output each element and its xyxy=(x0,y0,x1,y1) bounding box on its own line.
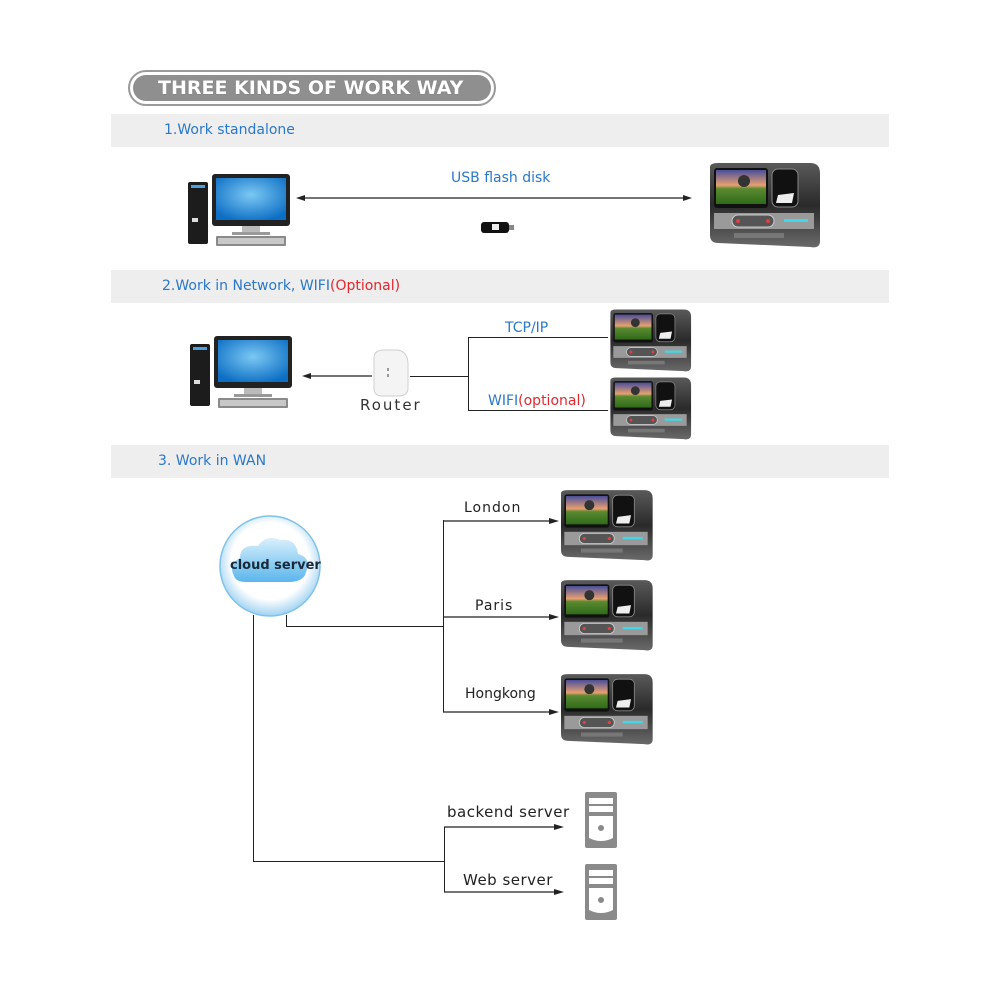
router-icon xyxy=(373,349,409,397)
cloud-server-icon xyxy=(219,515,321,617)
tcpip-link-line xyxy=(468,337,608,338)
web-server-label: Web server xyxy=(463,871,553,889)
desktop-computer-icon xyxy=(190,336,292,408)
london-arrow xyxy=(443,518,559,524)
router-trunk-line xyxy=(410,376,468,377)
paris-arrow xyxy=(443,614,559,620)
time-attendance-terminal-icon xyxy=(561,580,653,651)
section-2-label: 2.Work in Network, WIFI(Optional) xyxy=(162,278,401,294)
time-attendance-terminal-icon xyxy=(561,674,653,745)
router-to-pc-arrow xyxy=(302,373,372,379)
section-1-label: 1.Work standalone xyxy=(164,122,295,138)
location-hongkong: Hongkong xyxy=(465,686,536,702)
tcpip-label: TCP/IP xyxy=(505,320,549,336)
servers-trunk-line xyxy=(253,861,445,862)
cloud-server-label: cloud server xyxy=(230,558,321,573)
backend-server-arrow xyxy=(444,824,564,830)
cloud-to-devices-stub xyxy=(286,615,287,626)
backend-server-label: backend server xyxy=(447,803,570,821)
section-3-label: 3. Work in WAN xyxy=(158,453,267,469)
web-server-arrow xyxy=(444,889,564,895)
usb-flash-disk-label: USB flash disk xyxy=(451,170,551,186)
devices-branch-line xyxy=(443,520,444,712)
section-1-header: 1.Work standalone xyxy=(111,114,889,147)
servers-branch-line xyxy=(444,827,445,892)
router-branch-line xyxy=(468,337,469,411)
time-attendance-terminal-icon xyxy=(610,377,692,440)
section-2-header: 2.Work in Network, WIFI(Optional) xyxy=(111,270,889,303)
router-label: Router xyxy=(360,396,422,414)
location-paris: Paris xyxy=(475,598,514,614)
section-3-header: 3. Work in WAN xyxy=(111,445,889,478)
desktop-computer-icon xyxy=(188,174,290,246)
time-attendance-terminal-icon xyxy=(710,163,820,248)
page-title: THREE KINDS OF WORK WAY xyxy=(133,75,491,101)
backend-server-icon xyxy=(585,792,617,848)
cloud-to-devices-line xyxy=(286,626,444,627)
wifi-label: WIFI(optional) xyxy=(488,393,586,409)
hongkong-arrow xyxy=(443,709,559,715)
web-server-icon xyxy=(585,864,617,920)
wifi-link-line xyxy=(468,410,608,411)
usb-transfer-arrow xyxy=(296,195,692,201)
time-attendance-terminal-icon xyxy=(561,490,653,561)
location-london: London xyxy=(464,500,522,516)
usb-flash-disk-icon xyxy=(481,222,514,233)
cloud-to-servers-line xyxy=(253,615,254,862)
time-attendance-terminal-icon xyxy=(610,309,692,372)
title-banner: THREE KINDS OF WORK WAY xyxy=(128,70,496,106)
